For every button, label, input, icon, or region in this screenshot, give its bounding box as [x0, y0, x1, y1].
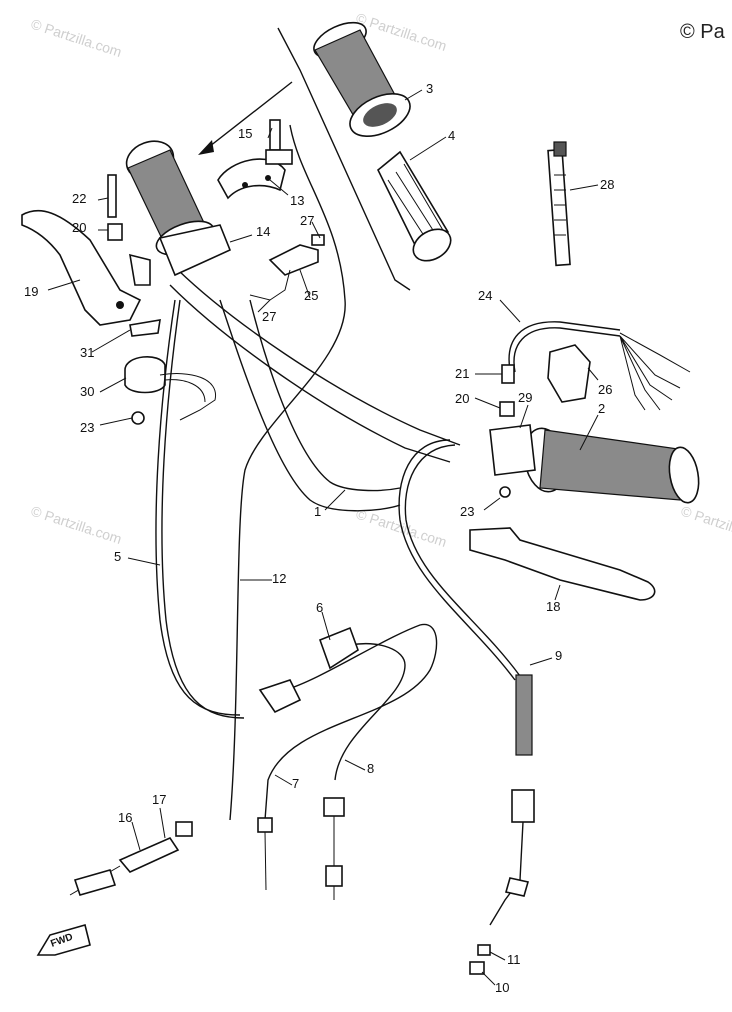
grip-3 [313, 21, 411, 137]
clutch-cable-5 [155, 299, 245, 719]
cable-adjuster-16-17 [69, 821, 193, 896]
callout-29: 29 [518, 390, 532, 405]
bolt-21 [501, 364, 515, 384]
switch-30-31 [124, 319, 216, 425]
callout-31: 31 [80, 345, 94, 360]
bracket-25 [249, 234, 325, 301]
callout-2: 2 [598, 401, 605, 416]
callout-18: 18 [546, 599, 560, 614]
leader-lines [47, 89, 599, 986]
callout-8: 8 [367, 761, 374, 776]
callout-12: 12 [272, 571, 286, 586]
callout-20-right: 20 [455, 391, 469, 406]
callout-26: 26 [598, 382, 612, 397]
callout-23-left: 23 [80, 420, 94, 435]
callouts: 1 2 3 4 5 6 7 8 9 10 11 12 13 14 15 16 1… [24, 81, 614, 995]
callout-11: 11 [507, 952, 521, 967]
callout-13: 13 [290, 193, 304, 208]
left-grip [125, 140, 232, 277]
cable-strap-28 [547, 141, 571, 267]
callout-21: 21 [455, 366, 469, 381]
bolt-22 [107, 174, 117, 218]
callout-20-left: 20 [72, 220, 86, 235]
callout-1: 1 [314, 504, 321, 519]
collar-20-left [107, 223, 123, 241]
fwd-arrow: FWD [36, 924, 91, 956]
throttle-tube-4 [377, 150, 452, 262]
callout-10: 10 [495, 980, 509, 995]
screw-15 [265, 119, 293, 165]
clutch-lever-19 [21, 209, 151, 326]
callout-7: 7 [292, 776, 299, 791]
throttle-cable-12 [229, 124, 346, 821]
callout-5: 5 [114, 549, 121, 564]
callout-16: 16 [118, 810, 132, 825]
callout-30: 30 [80, 384, 94, 399]
callout-3: 3 [426, 81, 433, 96]
bracket-29 [489, 424, 536, 498]
callout-19: 19 [24, 284, 38, 299]
callout-15: 15 [238, 126, 252, 141]
callout-28: 28 [600, 177, 614, 192]
callout-14: 14 [256, 224, 270, 239]
switch-wiring-24 [508, 321, 691, 411]
callout-23-right: 23 [460, 504, 474, 519]
callout-27-top: 27 [300, 213, 314, 228]
callout-9: 9 [555, 648, 562, 663]
throttle-cables-7-8 [257, 623, 438, 900]
copyright-text: © Pa [680, 21, 726, 43]
callout-6: 6 [316, 600, 323, 615]
watermark-3: © Partzilla.com [29, 503, 124, 547]
collar-20-right [499, 401, 515, 417]
brake-lever-18 [469, 527, 656, 601]
callout-22: 22 [72, 191, 86, 206]
explode-arrow [198, 27, 411, 291]
callout-4: 4 [448, 128, 455, 143]
callout-24: 24 [478, 288, 492, 303]
callout-17: 17 [152, 792, 166, 807]
handlebar-tube [169, 269, 461, 512]
watermark-1: © Partzilla.com [29, 16, 124, 60]
callout-27-bottom: 27 [262, 309, 276, 324]
grip-2 [523, 427, 700, 504]
callout-25: 25 [304, 288, 318, 303]
watermark-5: © Partzilla.com [679, 503, 732, 547]
brake-cable-9 [398, 439, 535, 975]
switch-housing-13 [217, 158, 286, 200]
